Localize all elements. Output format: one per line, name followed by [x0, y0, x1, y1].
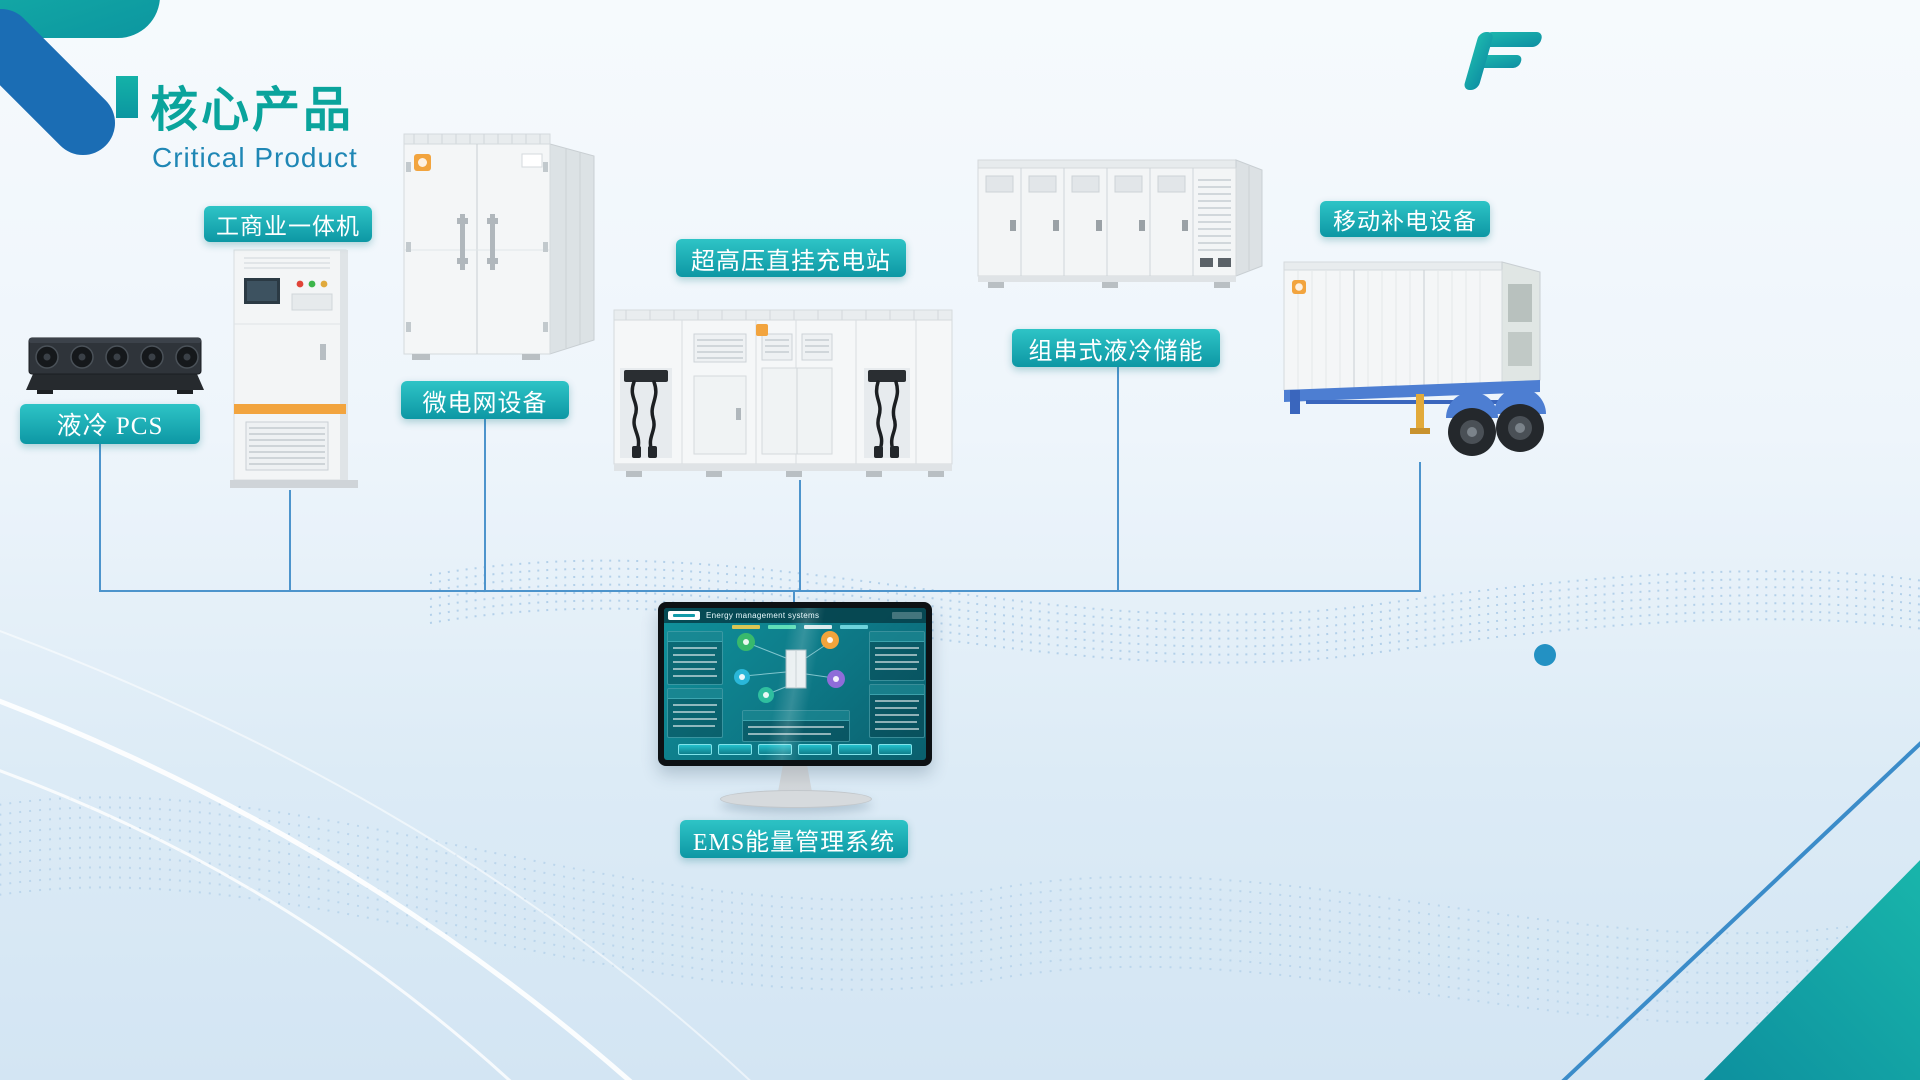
connector-line-charging	[799, 480, 801, 590]
page-subtitle: Critical Product	[152, 142, 358, 173]
corner-decoration-top-left	[0, 0, 160, 156]
connector-line-all-in-one	[289, 490, 291, 590]
monitor-stand-neck	[778, 766, 812, 792]
ems-button	[758, 744, 792, 755]
connector-line-pcs	[99, 443, 101, 590]
label-ems: EMS能量管理系统	[680, 820, 908, 858]
dotted-wave-middle	[429, 559, 1920, 664]
connector-line-ems	[793, 590, 795, 608]
monitor-bezel: Energy management systems	[658, 602, 932, 766]
connector-bus-line	[99, 590, 1421, 592]
ems-panel-left-top	[667, 631, 723, 685]
ems-panel-right-bottom	[869, 684, 925, 738]
ems-button	[798, 744, 832, 755]
label-microgrid: 微电网设备	[401, 381, 569, 419]
label-string-storage: 组串式液冷储能	[1012, 329, 1220, 367]
ems-button	[838, 744, 872, 755]
title-block: 核心产品 Critical Product	[116, 70, 358, 174]
connector-line-mobile	[1419, 462, 1421, 590]
ems-flow-diagram	[734, 631, 845, 703]
mobile-recharge-trailer-illustration	[1283, 261, 1546, 456]
label-all-in-one: 工商业一体机	[204, 206, 372, 242]
charging-station-illustration	[613, 309, 953, 477]
corner-decoration-bottom-right	[1561, 741, 1920, 1080]
accent-dot	[1534, 644, 1556, 666]
string-storage-illustration	[977, 159, 1263, 288]
connector-line-string-storage	[1117, 366, 1119, 590]
monitor-stand-base	[720, 790, 872, 808]
ems-panel-left-bottom	[667, 688, 723, 738]
ems-logo-chip	[668, 611, 700, 620]
ems-screen-title: Energy management systems	[706, 611, 820, 620]
microgrid-container-illustration	[403, 133, 595, 360]
ems-button	[878, 744, 912, 755]
all-in-one-cabinet-illustration	[230, 249, 358, 488]
label-charging-station: 超高压直挂充电站	[676, 239, 906, 277]
ems-button	[678, 744, 712, 755]
white-wave-lines	[0, 630, 751, 1080]
ems-status-chip	[768, 624, 796, 629]
ems-panel-center-bottom	[742, 710, 850, 742]
ems-status-chip	[804, 624, 832, 629]
ems-status-chip	[732, 624, 760, 629]
page-title: 核心产品	[150, 84, 355, 137]
ems-status-chip	[840, 624, 868, 629]
ems-panel-right-top	[869, 631, 925, 681]
ems-button	[718, 744, 752, 755]
ems-topbar: Energy management systems	[664, 608, 926, 623]
ems-clock-chip	[892, 612, 922, 619]
label-mobile-recharge: 移动补电设备	[1320, 201, 1490, 237]
ems-button-row	[678, 744, 912, 755]
label-liquid-cooling-pcs: 液冷 PCS	[20, 404, 200, 444]
liquid-cooling-pcs-illustration	[26, 337, 204, 394]
brand-logo	[1464, 32, 1542, 90]
title-bullet	[116, 76, 138, 118]
ems-monitor: Energy management systems	[658, 602, 932, 818]
ems-screen: Energy management systems	[664, 608, 926, 760]
connector-line-microgrid	[484, 418, 486, 590]
